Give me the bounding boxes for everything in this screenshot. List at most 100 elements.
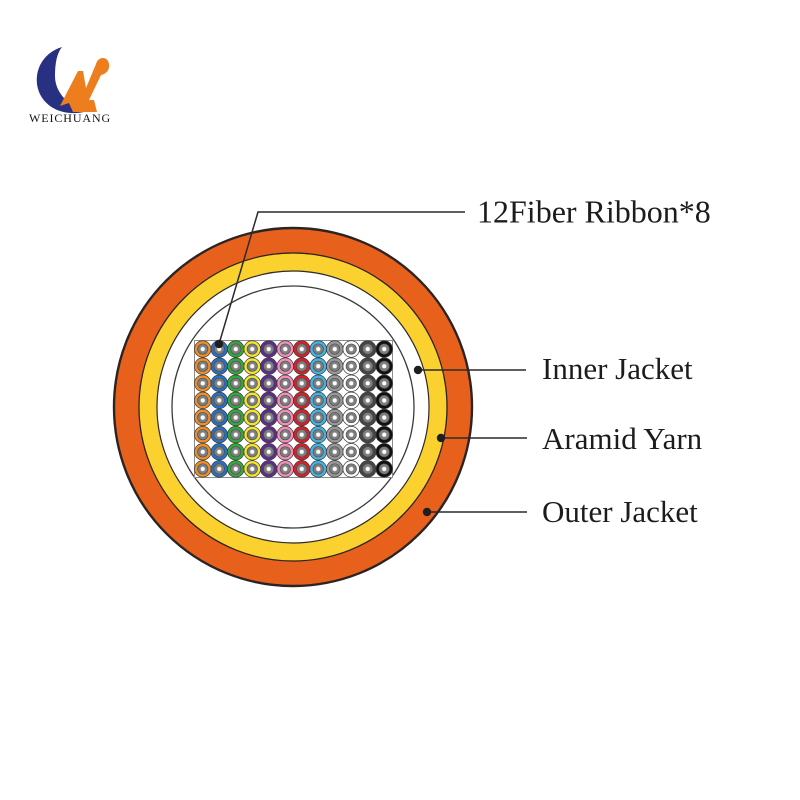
- fiber-core: [348, 363, 354, 369]
- fiber-core: [299, 415, 305, 421]
- fiber-gray: [326, 391, 344, 410]
- fiber-dark-gray: [359, 357, 377, 375]
- fiber-pink: [276, 374, 294, 392]
- fiber-core: [266, 432, 272, 438]
- ribbon-leader-line: [218, 211, 465, 345]
- fiber-core: [249, 415, 255, 421]
- fiber-black: [375, 340, 393, 358]
- label-inner-jacket: Inner Jacket: [542, 350, 693, 386]
- fiber-gray: [326, 374, 344, 392]
- fiber-core: [233, 466, 239, 472]
- fiber-core: [381, 449, 387, 455]
- fiber-yellow: [243, 460, 261, 478]
- logo-wordmark: WEICHUANG: [29, 111, 112, 125]
- fiber-orange: [194, 357, 212, 375]
- fiber-core: [332, 380, 338, 386]
- inner-jacket-leader-dot: [413, 365, 423, 375]
- fiber-core: [348, 466, 354, 472]
- fiber-core: [332, 432, 338, 438]
- fiber-aqua: [309, 408, 327, 427]
- fiber-core: [315, 432, 321, 438]
- fiber-black: [375, 374, 393, 392]
- fiber-orange: [194, 460, 212, 478]
- fiber-core: [332, 397, 338, 403]
- fiber-aqua: [309, 340, 327, 358]
- fiber-core: [365, 466, 371, 472]
- outer-jacket-leader-dot: [422, 507, 432, 517]
- fiber-core: [282, 380, 288, 386]
- fiber-core: [266, 466, 272, 472]
- fiber-core: [282, 363, 288, 369]
- fiber-core: [348, 380, 354, 386]
- fiber-violet: [260, 426, 278, 444]
- label-fiber-ribbon: 12Fiber Ribbon*8: [477, 193, 711, 230]
- fiber-core: [365, 346, 371, 352]
- fiber-aqua: [309, 357, 327, 375]
- fiber-core: [249, 363, 255, 369]
- ribbon-leader-dot: [214, 339, 224, 349]
- fiber-core: [282, 397, 288, 403]
- fiber-core: [315, 346, 321, 352]
- fiber-red: [293, 391, 311, 410]
- fiber-core: [348, 346, 354, 352]
- fiber-core: [216, 432, 222, 438]
- fiber-pink: [276, 426, 294, 444]
- fiber-ribbon-grid: [194, 340, 393, 478]
- fiber-core: [348, 415, 354, 421]
- fiber-gray: [326, 357, 344, 375]
- fiber-core: [299, 397, 305, 403]
- fiber-core: [233, 449, 239, 455]
- fiber-core: [249, 449, 255, 455]
- fiber-violet: [260, 340, 278, 358]
- fiber-core: [315, 363, 321, 369]
- fiber-core: [365, 363, 371, 369]
- fiber-yellow: [243, 443, 261, 461]
- leader-dots: [214, 339, 446, 517]
- fiber-core: [299, 432, 305, 438]
- fiber-core: [348, 397, 354, 403]
- fiber-dark-gray: [359, 408, 377, 427]
- fiber-violet: [260, 460, 278, 478]
- fiber-core: [381, 466, 387, 472]
- fiber-core: [216, 380, 222, 386]
- fiber-pink: [276, 460, 294, 478]
- fiber-violet: [260, 357, 278, 375]
- fiber-core: [266, 397, 272, 403]
- fiber-yellow: [243, 374, 261, 392]
- fiber-core: [381, 380, 387, 386]
- fiber-blue: [210, 426, 228, 444]
- fiber-core: [332, 449, 338, 455]
- fiber-core: [282, 466, 288, 472]
- fiber-gray: [326, 426, 344, 444]
- fiber-core: [216, 449, 222, 455]
- fiber-core: [233, 380, 239, 386]
- fiber-yellow: [243, 391, 261, 410]
- fiber-black: [375, 460, 393, 478]
- fiber-core: [233, 363, 239, 369]
- fiber-red: [293, 426, 311, 444]
- fiber-core: [315, 397, 321, 403]
- fiber-pink: [276, 408, 294, 427]
- fiber-core: [315, 449, 321, 455]
- fiber-core: [282, 415, 288, 421]
- fiber-core: [216, 363, 222, 369]
- fiber-core: [381, 363, 387, 369]
- fiber-violet: [260, 374, 278, 392]
- fiber-core: [249, 380, 255, 386]
- fiber-core: [348, 449, 354, 455]
- fiber-core: [332, 346, 338, 352]
- fiber-green: [227, 340, 245, 358]
- fiber-gray: [326, 460, 344, 478]
- fiber-core: [200, 397, 206, 403]
- fiber-green: [227, 374, 245, 392]
- fiber-yellow: [243, 408, 261, 427]
- fiber-core: [233, 346, 239, 352]
- fiber-pink: [276, 357, 294, 375]
- fiber-core: [200, 346, 206, 352]
- fiber-core: [216, 466, 222, 472]
- fiber-core: [365, 449, 371, 455]
- fiber-white: [342, 357, 360, 375]
- fiber-core: [266, 363, 272, 369]
- fiber-core: [249, 432, 255, 438]
